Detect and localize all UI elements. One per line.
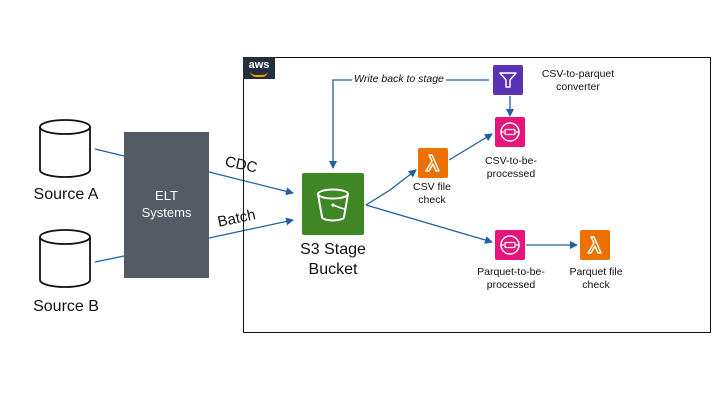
edge-cdc <box>208 171 294 196</box>
edge-label-write-back: Write back to stage <box>352 73 446 87</box>
database-icon-source-a <box>39 119 91 178</box>
lambda-csv-label: CSV file check <box>413 181 451 207</box>
source-a-label: Source A <box>33 186 99 203</box>
lambda-icon <box>587 236 602 254</box>
lambda-csv-node <box>418 148 448 178</box>
aws-logo-text: aws <box>248 59 270 71</box>
queue-icon <box>500 235 520 255</box>
sqs-parquet-node <box>495 230 525 260</box>
aws-smile-icon <box>250 71 268 77</box>
lambda-icon <box>425 154 440 172</box>
lambda-parquet-node <box>580 230 610 260</box>
queue-icon <box>500 122 520 142</box>
lambda-parquet-label: Parquet file check <box>569 266 623 292</box>
edge-source-b-elt <box>94 255 125 263</box>
edge-s3-to-lambda <box>365 169 417 206</box>
sqs-csv-node <box>495 117 525 147</box>
s3-label: S3 Stage Bucket <box>300 241 366 278</box>
database-icon-source-b <box>39 229 91 288</box>
edge-source-a-elt <box>94 148 125 157</box>
converter-node <box>493 65 523 95</box>
sqs-csv-label: CSV-to-be-processed <box>485 155 537 181</box>
converter-label: CSV-to-parquet converter <box>541 68 615 94</box>
source-b-label: Source B <box>33 298 99 315</box>
edge-lambda-to-sqs-csv <box>448 133 493 161</box>
edge-s3-to-sqs-parquet <box>365 204 493 244</box>
edge-batch <box>208 217 294 239</box>
sqs-parquet-label: Parquet-to-be-processed <box>477 266 545 292</box>
elt-systems-node: ELT Systems <box>124 132 209 278</box>
s3-node <box>302 173 364 235</box>
elt-systems-label: ELT Systems <box>141 188 192 220</box>
bucket-icon <box>317 188 349 222</box>
aws-cloud-boundary <box>243 57 711 333</box>
aws-logo: aws <box>243 57 275 79</box>
glue-funnel-icon <box>499 72 517 88</box>
